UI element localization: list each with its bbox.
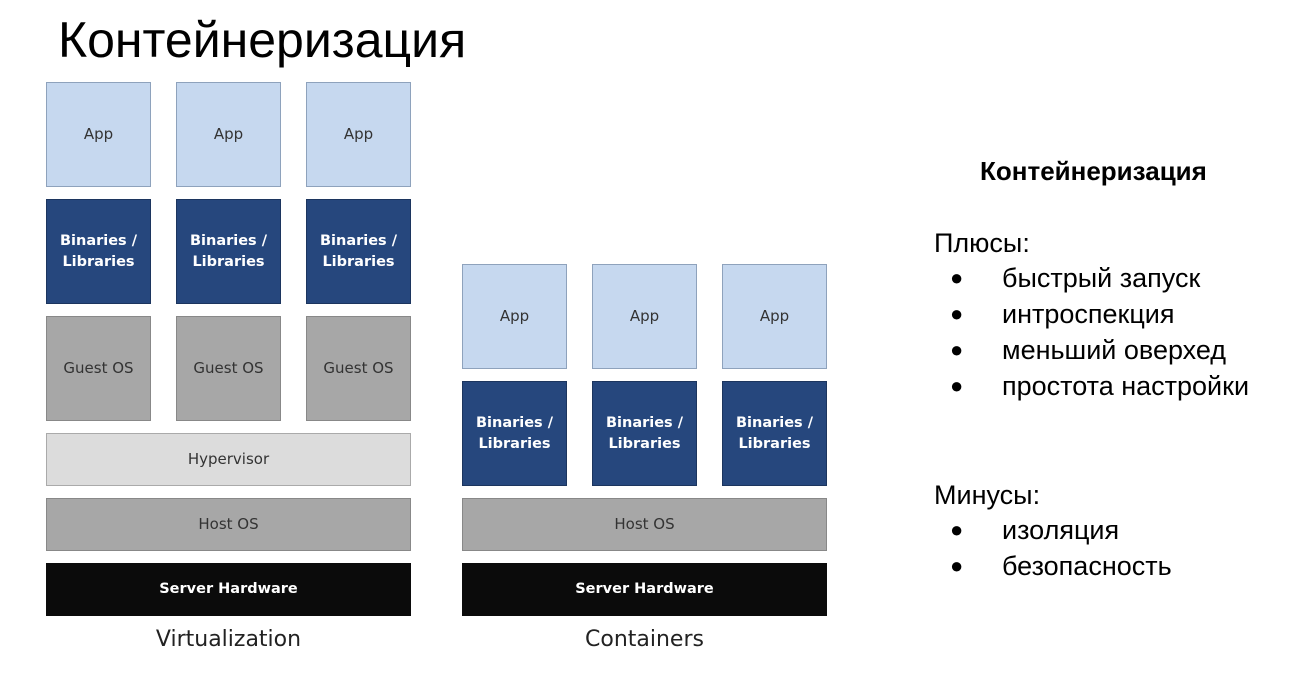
container-app-box: App bbox=[462, 264, 567, 369]
vm-app-box: App bbox=[176, 82, 281, 187]
bullet-icon: ● bbox=[950, 553, 964, 578]
cons-label: Минусы: bbox=[934, 480, 1041, 510]
container-app-box: App bbox=[722, 264, 827, 369]
vm-binaries-box: Binaries / Libraries bbox=[176, 199, 281, 304]
container-app-box: App bbox=[592, 264, 697, 369]
container-server-hardware-layer: Server Hardware bbox=[462, 563, 827, 616]
vm-server-hardware-layer: Server Hardware bbox=[46, 563, 411, 616]
vm-host-os-layer: Host OS bbox=[46, 498, 411, 551]
bullet-icon: ● bbox=[950, 301, 964, 326]
vm-guest-os-box: Guest OS bbox=[46, 316, 151, 421]
bullet-icon: ● bbox=[950, 373, 964, 398]
vm-guest-os-box: Guest OS bbox=[306, 316, 411, 421]
container-binaries-box: Binaries / Libraries bbox=[462, 381, 567, 486]
pros-label: Плюсы: bbox=[934, 228, 1030, 258]
vm-hypervisor-layer: Hypervisor bbox=[46, 433, 411, 486]
vm-app-box: App bbox=[306, 82, 411, 187]
slide-title: Контейнеризация bbox=[58, 12, 467, 68]
bullet-icon: ● bbox=[950, 265, 964, 290]
bullet-icon: ● bbox=[950, 337, 964, 362]
vm-binaries-box: Binaries / Libraries bbox=[46, 199, 151, 304]
virtualization-caption: Virtualization bbox=[155, 627, 302, 652]
bullet-icon: ● bbox=[950, 517, 964, 542]
container-binaries-box: Binaries / Libraries bbox=[592, 381, 697, 486]
container-binaries-box: Binaries / Libraries bbox=[722, 381, 827, 486]
notes-title: Контейнеризация bbox=[980, 156, 1207, 186]
containers-caption: Containers bbox=[585, 627, 704, 652]
vm-binaries-box: Binaries / Libraries bbox=[306, 199, 411, 304]
container-host-os-layer: Host OS bbox=[462, 498, 827, 551]
vm-guest-os-box: Guest OS bbox=[176, 316, 281, 421]
vm-app-box: App bbox=[46, 82, 151, 187]
